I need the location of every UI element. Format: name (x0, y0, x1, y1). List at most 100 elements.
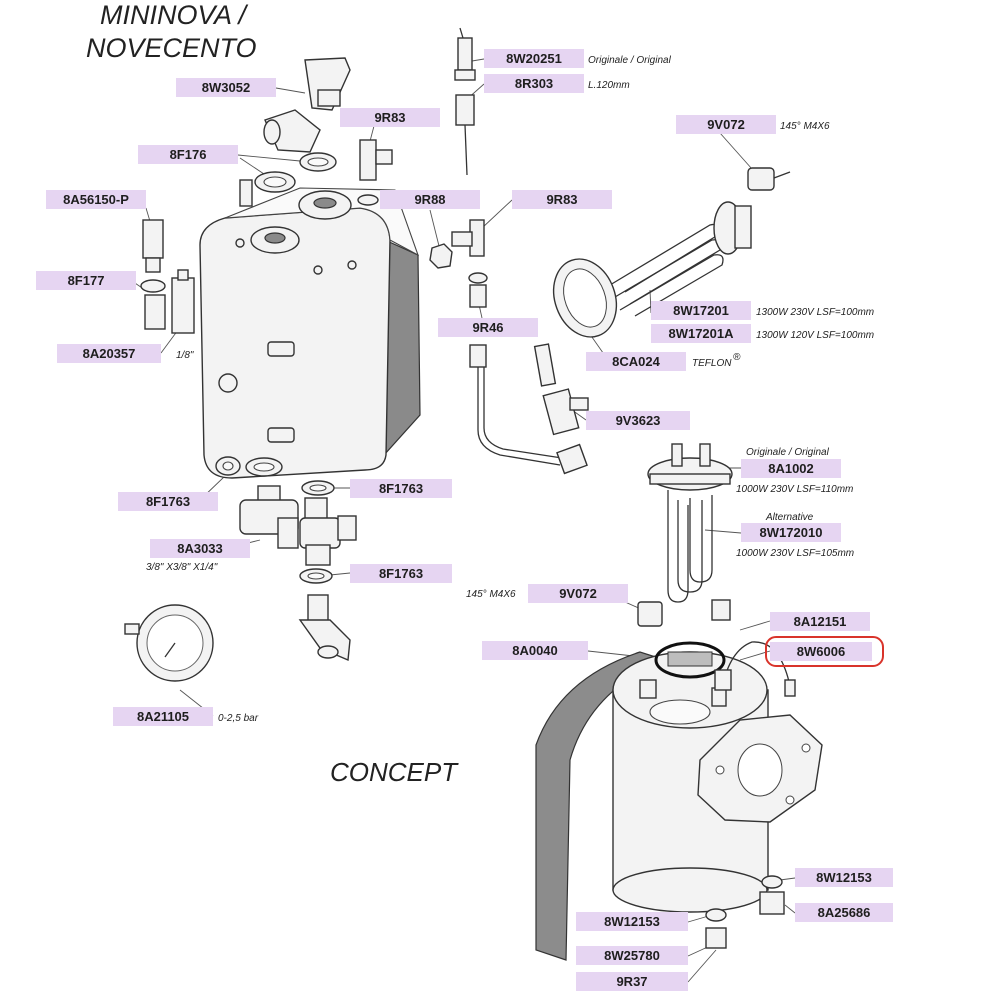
callout-8A20357: 8A20357 1/8" (57, 344, 194, 363)
svg-text:8A21105: 8A21105 (137, 709, 189, 724)
callout-8A12151: 8A12151 (770, 612, 870, 631)
svg-text:8W12153: 8W12153 (604, 914, 660, 929)
callout-8CA024: 8CA024 TEFLON ® (586, 352, 741, 371)
wire-8W6006 (721, 641, 796, 697)
svg-text:8A56150-P: 8A56150-P (63, 192, 129, 207)
callout-8A1002: Originale / Original 8A1002 1000W 230V L… (736, 447, 853, 495)
callout-9R37: 9R37 (576, 972, 688, 991)
callout-8W3052: 8W3052 (176, 78, 276, 97)
highlight-ring (765, 636, 884, 667)
callout-8F1763-mid: 8F1763 (350, 479, 452, 498)
svg-text:9V3623: 9V3623 (616, 413, 661, 428)
gasket-8CA024 (552, 258, 618, 338)
svg-text:8W12153: 8W12153 (816, 870, 872, 885)
svg-text:8F176: 8F176 (170, 147, 207, 162)
tee-8A3033 (239, 485, 357, 566)
fitting-8A12151 (714, 669, 732, 691)
heating-element-8W17201 (609, 201, 752, 317)
svg-text:8A1002: 8A1002 (768, 461, 814, 476)
svg-text:®: ® (733, 352, 741, 363)
callout-8A3033: 8A3033 3/8" X3/8" X1/4" (146, 539, 250, 573)
drain-8W25780 (705, 908, 727, 949)
svg-text:9R46: 9R46 (472, 320, 503, 335)
svg-text:8F1763: 8F1763 (146, 494, 190, 509)
svg-text:1000W 230V LSF=110mm: 1000W 230V LSF=110mm (736, 484, 853, 495)
valve-8A20357 (144, 269, 195, 334)
svg-text:1000W 230V LSF=105mm: 1000W 230V LSF=105mm (736, 548, 854, 559)
callout-8W25780: 8W25780 (576, 946, 688, 965)
thermostat-9V072-bottom (637, 599, 731, 627)
callout-8W172010: Alternative 8W172010 1000W 230V LSF=105m… (736, 512, 854, 559)
svg-text:Originale / Original: Originale / Original (588, 55, 672, 66)
svg-text:8W3052: 8W3052 (202, 80, 250, 95)
callout-8F1763-left: 8F1763 (118, 492, 218, 511)
svg-text:9V072: 9V072 (559, 586, 597, 601)
callout-8W12153-bottom: 8W12153 (576, 912, 688, 931)
callout-8A0040: 8A0040 (482, 641, 588, 660)
thermostat-9V072-top (747, 167, 791, 191)
svg-text:1300W 120V LSF=100mm: 1300W 120V LSF=100mm (756, 330, 874, 341)
svg-text:145° M4X6: 145° M4X6 (780, 121, 830, 132)
callout-8R303: 8R303 L.120mm (484, 74, 630, 93)
svg-text:8A20357: 8A20357 (83, 346, 136, 361)
svg-text:9V072: 9V072 (707, 117, 745, 132)
callout-9R88: 9R88 (380, 190, 480, 209)
svg-text:8W25780: 8W25780 (604, 948, 660, 963)
svg-text:9R83: 9R83 (546, 192, 577, 207)
pipe-9R46 (469, 344, 588, 475)
callout-8W6006: 8W6006 (765, 636, 884, 667)
callout-8A21105: 8A21105 0-2,5 bar (113, 707, 259, 726)
nut-9R88 (429, 243, 453, 269)
svg-text:8A0040: 8A0040 (512, 643, 558, 658)
connector-8A56150-P (140, 219, 166, 293)
svg-text:1300W 230V LSF=100mm: 1300W 230V LSF=100mm (756, 307, 874, 318)
callout-8A56150-P: 8A56150-P (46, 190, 146, 209)
washers-8F1763 (215, 456, 335, 584)
title-concept: CONCEPT (330, 757, 459, 787)
svg-text:9R37: 9R37 (616, 974, 647, 989)
callout-9R83-mid: 9R83 (512, 190, 612, 209)
svg-text:3/8" X3/8" X1/4": 3/8" X3/8" X1/4" (146, 562, 218, 573)
callout-8W12153-right: 8W12153 (795, 868, 893, 887)
callout-9R83-top: 9R83 (340, 108, 440, 127)
gasket-8A0040 (654, 641, 726, 679)
svg-text:8W6006: 8W6006 (797, 644, 845, 659)
drain-8A25686 (759, 875, 785, 915)
callout-9V3623: 9V3623 (586, 411, 690, 430)
title-mininova: MININOVA / (100, 0, 249, 30)
svg-text:Originale / Original: Originale / Original (746, 447, 830, 458)
svg-text:8R303: 8R303 (515, 76, 553, 91)
probe-8W20251 (454, 27, 476, 176)
elbow-lower (298, 594, 351, 662)
svg-text:1/8": 1/8" (176, 350, 194, 361)
svg-text:9R88: 9R88 (414, 192, 445, 207)
svg-text:145° M4X6: 145° M4X6 (466, 589, 516, 600)
callout-8W17201: 8W17201 1300W 230V LSF=100mm (651, 301, 874, 320)
valve-9V3623 (533, 343, 589, 436)
svg-text:8A3033: 8A3033 (177, 541, 223, 556)
svg-text:8F1763: 8F1763 (379, 566, 423, 581)
callout-8F1763-low: 8F1763 (350, 564, 452, 583)
elbow-fitting-8W3052 (263, 57, 351, 153)
callout-9R46: 9R46 (438, 318, 538, 337)
pressure-gauge-8A21105 (124, 604, 214, 682)
svg-text:8W172010: 8W172010 (760, 525, 823, 540)
svg-text:9R83: 9R83 (374, 110, 405, 125)
title-novecento: NOVECENTO (86, 33, 257, 63)
callout-8W17201A: 8W17201A 1300W 120V LSF=100mm (651, 324, 874, 343)
svg-text:8A25686: 8A25686 (818, 905, 871, 920)
callout-8F176: 8F176 (138, 145, 238, 164)
callout-8A25686: 8A25686 (795, 903, 893, 922)
gasket-8F176 (254, 152, 337, 193)
svg-text:L.120mm: L.120mm (588, 80, 630, 91)
flange-gasket (697, 714, 823, 823)
mininova-boiler (199, 179, 421, 479)
callout-8F177: 8F177 (36, 271, 136, 290)
svg-text:Alternative: Alternative (765, 512, 814, 523)
tee-9R83-mid (451, 219, 488, 308)
svg-text:8F1763: 8F1763 (379, 481, 423, 496)
heater-8A1002 (647, 443, 733, 603)
tee-9R83-top (357, 139, 393, 206)
svg-text:8A12151: 8A12151 (794, 614, 847, 629)
